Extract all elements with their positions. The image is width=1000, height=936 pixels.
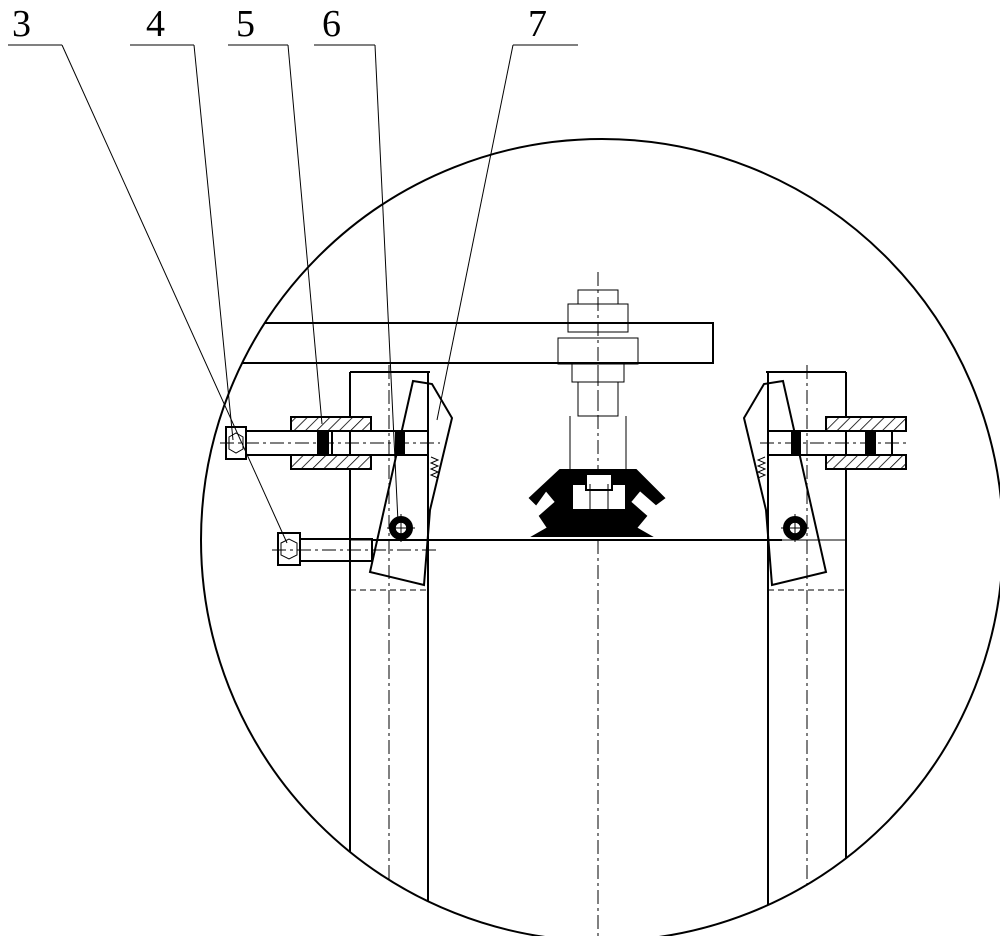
callout-3: 3 xyxy=(12,3,31,45)
detail-view-circle xyxy=(201,139,1000,936)
callout-5: 5 xyxy=(236,3,255,45)
left-post xyxy=(350,365,430,936)
callout-4: 4 xyxy=(146,3,165,45)
right-post xyxy=(766,365,846,936)
right-swing-jaw xyxy=(744,381,826,585)
suction-cup-assembly xyxy=(530,272,664,536)
right-threaded-block xyxy=(760,417,910,469)
callout-7: 7 xyxy=(528,3,547,45)
cross-beam xyxy=(150,323,713,363)
callout-6: 6 xyxy=(322,3,341,45)
left-swing-jaw xyxy=(370,381,452,585)
left-stop-bolt xyxy=(272,533,440,565)
